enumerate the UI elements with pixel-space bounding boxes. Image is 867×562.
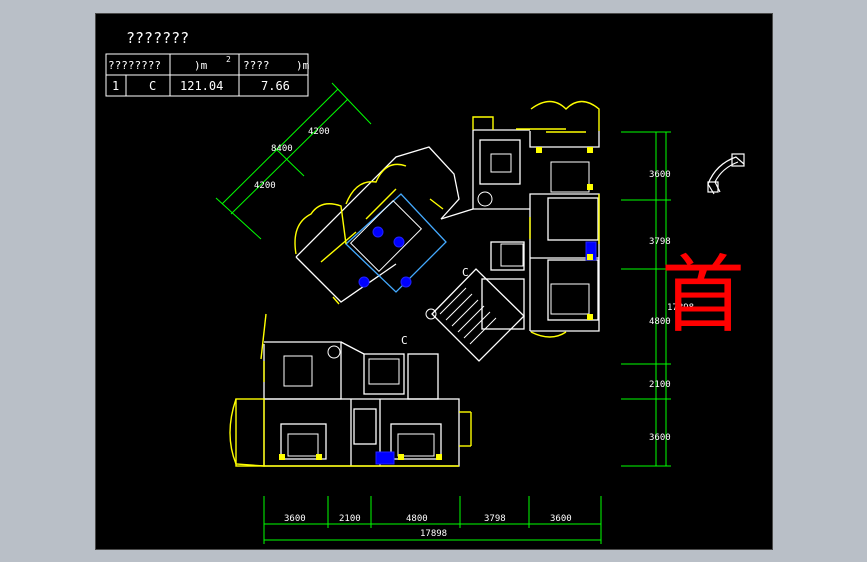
dim-right-4: 2100 <box>649 380 671 390</box>
door-markers <box>279 147 593 460</box>
stair-label-upper: C <box>462 266 469 279</box>
dim-right-5: 3600 <box>649 433 671 443</box>
furniture-accent <box>358 226 597 465</box>
window-bays <box>229 100 600 467</box>
floor-plan-drawing: ??????? ???????? )m 2 ???? )m 1 C 121.04… <box>105 29 745 544</box>
table-cell-no: 1 <box>112 79 119 93</box>
stair-label-lower: C <box>401 334 408 347</box>
diagonal-dimension-lines <box>215 82 372 240</box>
table-header-unit-1: )m <box>194 59 208 72</box>
area-table <box>105 53 309 97</box>
table-cell-ratio: 7.66 <box>261 79 290 93</box>
dim-right-3: 4800 <box>649 317 671 327</box>
dim-bottom-3: 4800 <box>406 514 428 524</box>
dim-bottom-4: 3798 <box>484 514 506 524</box>
table-cell-type: C <box>149 79 156 93</box>
cad-drawing-canvas[interactable]: ??????? ???????? )m 2 ???? )m 1 C 121.04… <box>95 13 773 550</box>
right-dimension-lines <box>621 131 671 467</box>
furniture <box>283 153 590 457</box>
dim-right-1: 3600 <box>649 170 671 180</box>
drawing-title: ??????? <box>126 29 189 47</box>
dim-bottom-5: 3600 <box>550 514 572 524</box>
dim-left-upper: 4200 <box>308 127 330 137</box>
dim-right-2: 3798 <box>649 237 671 247</box>
bottom-dimension-lines <box>263 496 602 544</box>
dim-right-total: 17898 <box>667 303 694 313</box>
floor-plan-walls <box>263 129 600 467</box>
dim-bottom-1: 3600 <box>284 514 306 524</box>
table-header-unit-2: )m <box>296 59 310 72</box>
dim-left-total: 8400 <box>271 144 293 154</box>
table-header-sup: 2 <box>226 55 231 64</box>
table-header-2: ???? <box>243 59 270 72</box>
stair-treads <box>439 287 497 345</box>
table-cell-area: 121.04 <box>180 79 223 93</box>
table-header-1: ???????? <box>108 59 161 72</box>
dim-left-lower: 4200 <box>254 181 276 191</box>
red-stamp-character: 首 <box>661 246 745 344</box>
dim-bottom-total: 17898 <box>420 529 447 539</box>
key-plan-icon <box>707 153 745 195</box>
dim-bottom-2: 2100 <box>339 514 361 524</box>
